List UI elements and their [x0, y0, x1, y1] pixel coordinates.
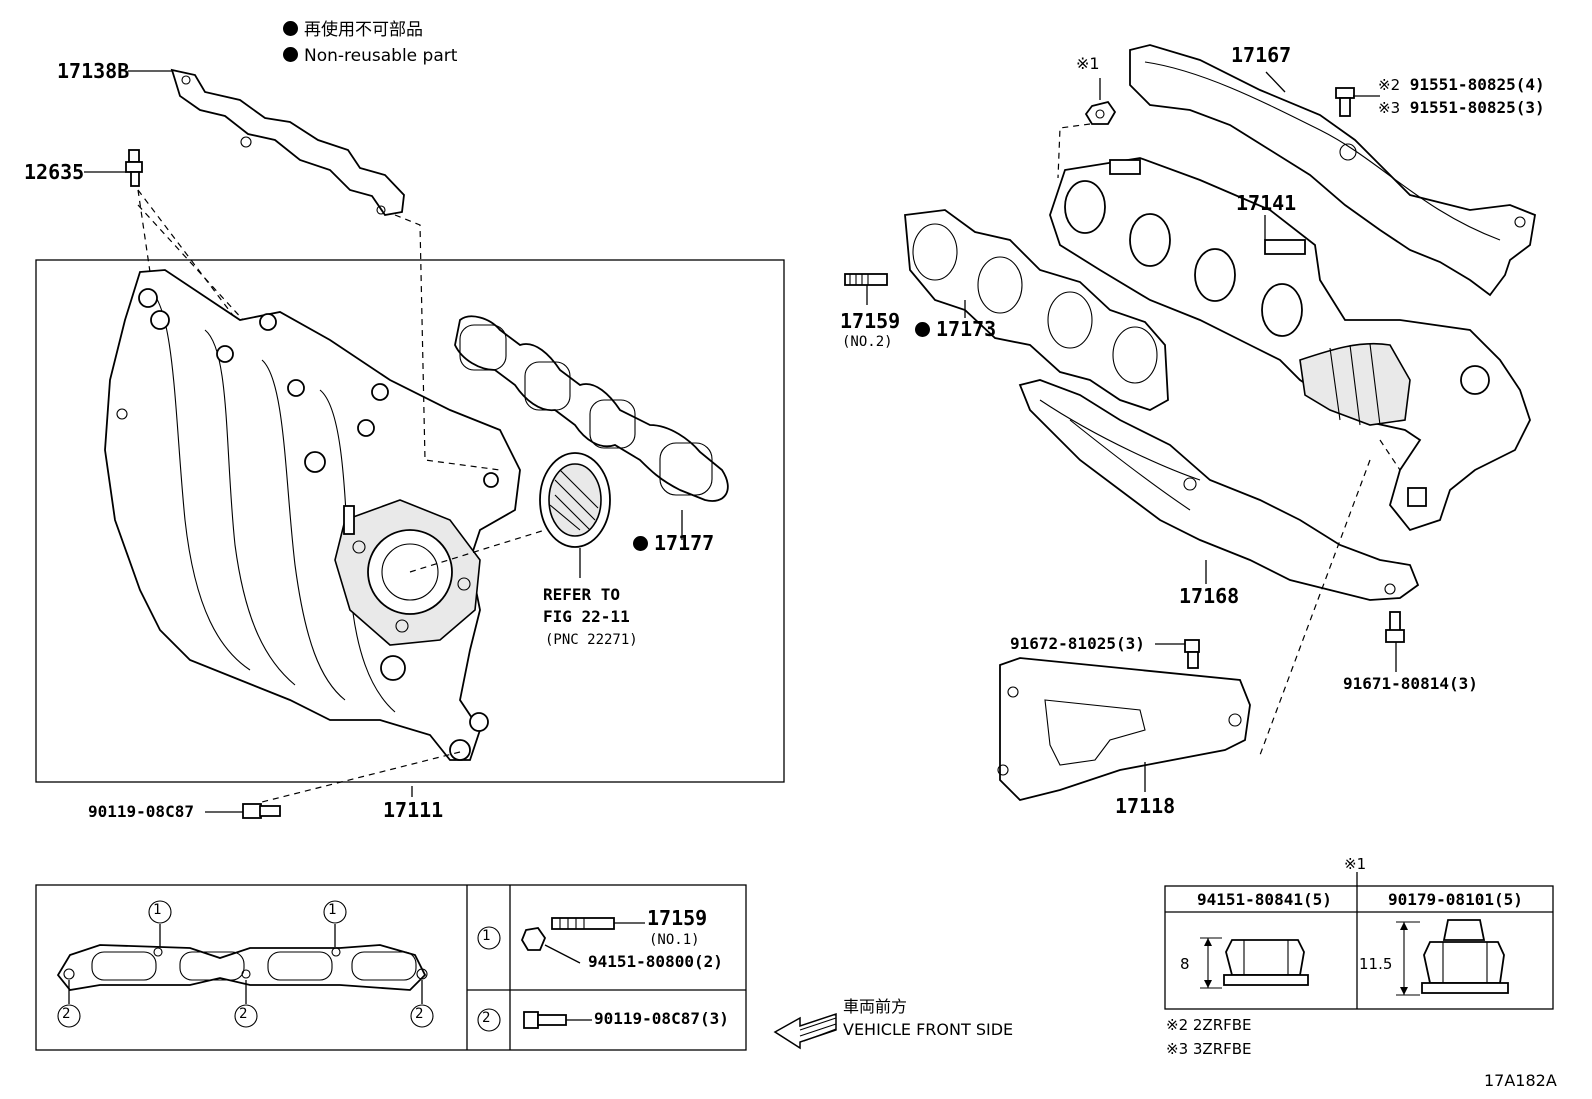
label-91551-b[interactable]: ※3 91551-80825(3) — [1378, 98, 1545, 117]
label-91672-81025[interactable]: 91672-81025(3) — [1010, 634, 1145, 653]
label-91551-a[interactable]: ※2 91551-80825(4) — [1378, 75, 1545, 94]
label-17173[interactable]: 17173 — [915, 319, 996, 339]
front-side-en: VEHICLE FRONT SIDE — [843, 1020, 1014, 1039]
note-2zrfbe: ※2 2ZRFBE — [1166, 1016, 1252, 1034]
label-91671-80814[interactable]: 91671-80814(3) — [1343, 674, 1478, 693]
nut-col-94151-80841[interactable]: 94151-80841(5) — [1197, 890, 1332, 909]
label-17138B[interactable]: 17138B — [57, 59, 130, 83]
part-17167-shape — [1129, 44, 1537, 297]
bullet-icon — [915, 322, 930, 337]
part-17177-shape — [454, 315, 729, 502]
throttle-gasket-shape — [539, 452, 611, 548]
figure-id: 17A182A — [1484, 1071, 1557, 1090]
part-90119-bolt-shape — [242, 803, 281, 819]
gasket-inset-shape — [56, 944, 428, 991]
inset-stud-shape — [551, 917, 615, 930]
part-12635-shape — [125, 149, 143, 187]
part-17168-shape — [1018, 379, 1420, 601]
part-91672-bolt-shape — [1184, 639, 1200, 669]
inset-label-no1: (NO.1) — [649, 932, 700, 948]
bullet-icon — [283, 21, 298, 36]
part-17141-shape — [1049, 157, 1531, 532]
inset-nut-shape — [520, 927, 547, 951]
callout-2-c: 2 — [415, 1006, 424, 1022]
bullet-icon — [283, 47, 298, 62]
nut-11-5-shape — [1421, 919, 1509, 994]
label-17159-no2[interactable]: 17159 — [840, 309, 901, 333]
nut-height-11-5: 11.5 — [1359, 955, 1393, 973]
legend-en: Non-reusable part — [283, 47, 457, 65]
callout-1-b: 1 — [328, 902, 337, 918]
part-17138B-shape — [170, 68, 405, 216]
label-90119-08C87[interactable]: 90119-08C87 — [88, 802, 194, 821]
gasket-inset-frame — [35, 884, 747, 1051]
intake-manifold-shape — [104, 269, 521, 761]
note-3zrfbe: ※3 3ZRFBE — [1166, 1040, 1252, 1058]
mark-note-1: ※1 — [1076, 54, 1100, 73]
label-17177[interactable]: 17177 — [633, 533, 714, 553]
part-91551-bolt-shape — [1335, 87, 1355, 117]
front-arrow-shape — [773, 1012, 837, 1050]
callout-1-row: 1 — [482, 928, 491, 944]
nut-table-mark: ※1 — [1344, 855, 1367, 873]
part-17118-shape — [997, 657, 1251, 801]
label-17168[interactable]: 17168 — [1179, 584, 1240, 608]
refer-line-1: REFER TO — [543, 585, 621, 604]
legend-jp: 再使用不可部品 — [283, 21, 423, 39]
part-91671-bolt-shape — [1385, 611, 1405, 643]
bullet-icon — [633, 536, 648, 551]
callout-1-a: 1 — [153, 902, 162, 918]
nut-mark1-shape — [1084, 100, 1117, 125]
nut-col-90179-08101[interactable]: 90179-08101(5) — [1388, 890, 1523, 909]
label-17118[interactable]: 17118 — [1115, 794, 1176, 818]
intake-manifold-frame — [35, 259, 785, 783]
part-17173-shape — [904, 209, 1169, 411]
inset-label-17159[interactable]: 17159 — [647, 906, 708, 930]
front-side-jp: 車両前方 — [843, 997, 908, 1016]
nut-8-shape — [1223, 939, 1309, 986]
label-17167[interactable]: 17167 — [1231, 43, 1292, 67]
label-17111[interactable]: 17111 — [383, 798, 444, 822]
refer-line-2[interactable]: FIG 22-11 — [543, 607, 630, 626]
part-17159-no2-shape — [844, 273, 888, 286]
callout-2-a: 2 — [62, 1006, 71, 1022]
nut-height-8: 8 — [1180, 955, 1190, 973]
inset-label-94151-80800[interactable]: 94151-80800(2) — [588, 952, 723, 971]
inset-label-90119-08C87-3[interactable]: 90119-08C87(3) — [594, 1009, 729, 1028]
callout-2-b: 2 — [239, 1006, 248, 1022]
label-17159-no2-sub: (NO.2) — [842, 334, 893, 350]
refer-line-3: (PNC 22271) — [545, 632, 638, 648]
callout-2-row: 2 — [482, 1010, 491, 1026]
label-17141[interactable]: 17141 — [1236, 191, 1297, 215]
nut-table-frame — [1164, 885, 1554, 1010]
inset-bolt-shape — [523, 1011, 567, 1029]
label-12635[interactable]: 12635 — [24, 160, 85, 184]
